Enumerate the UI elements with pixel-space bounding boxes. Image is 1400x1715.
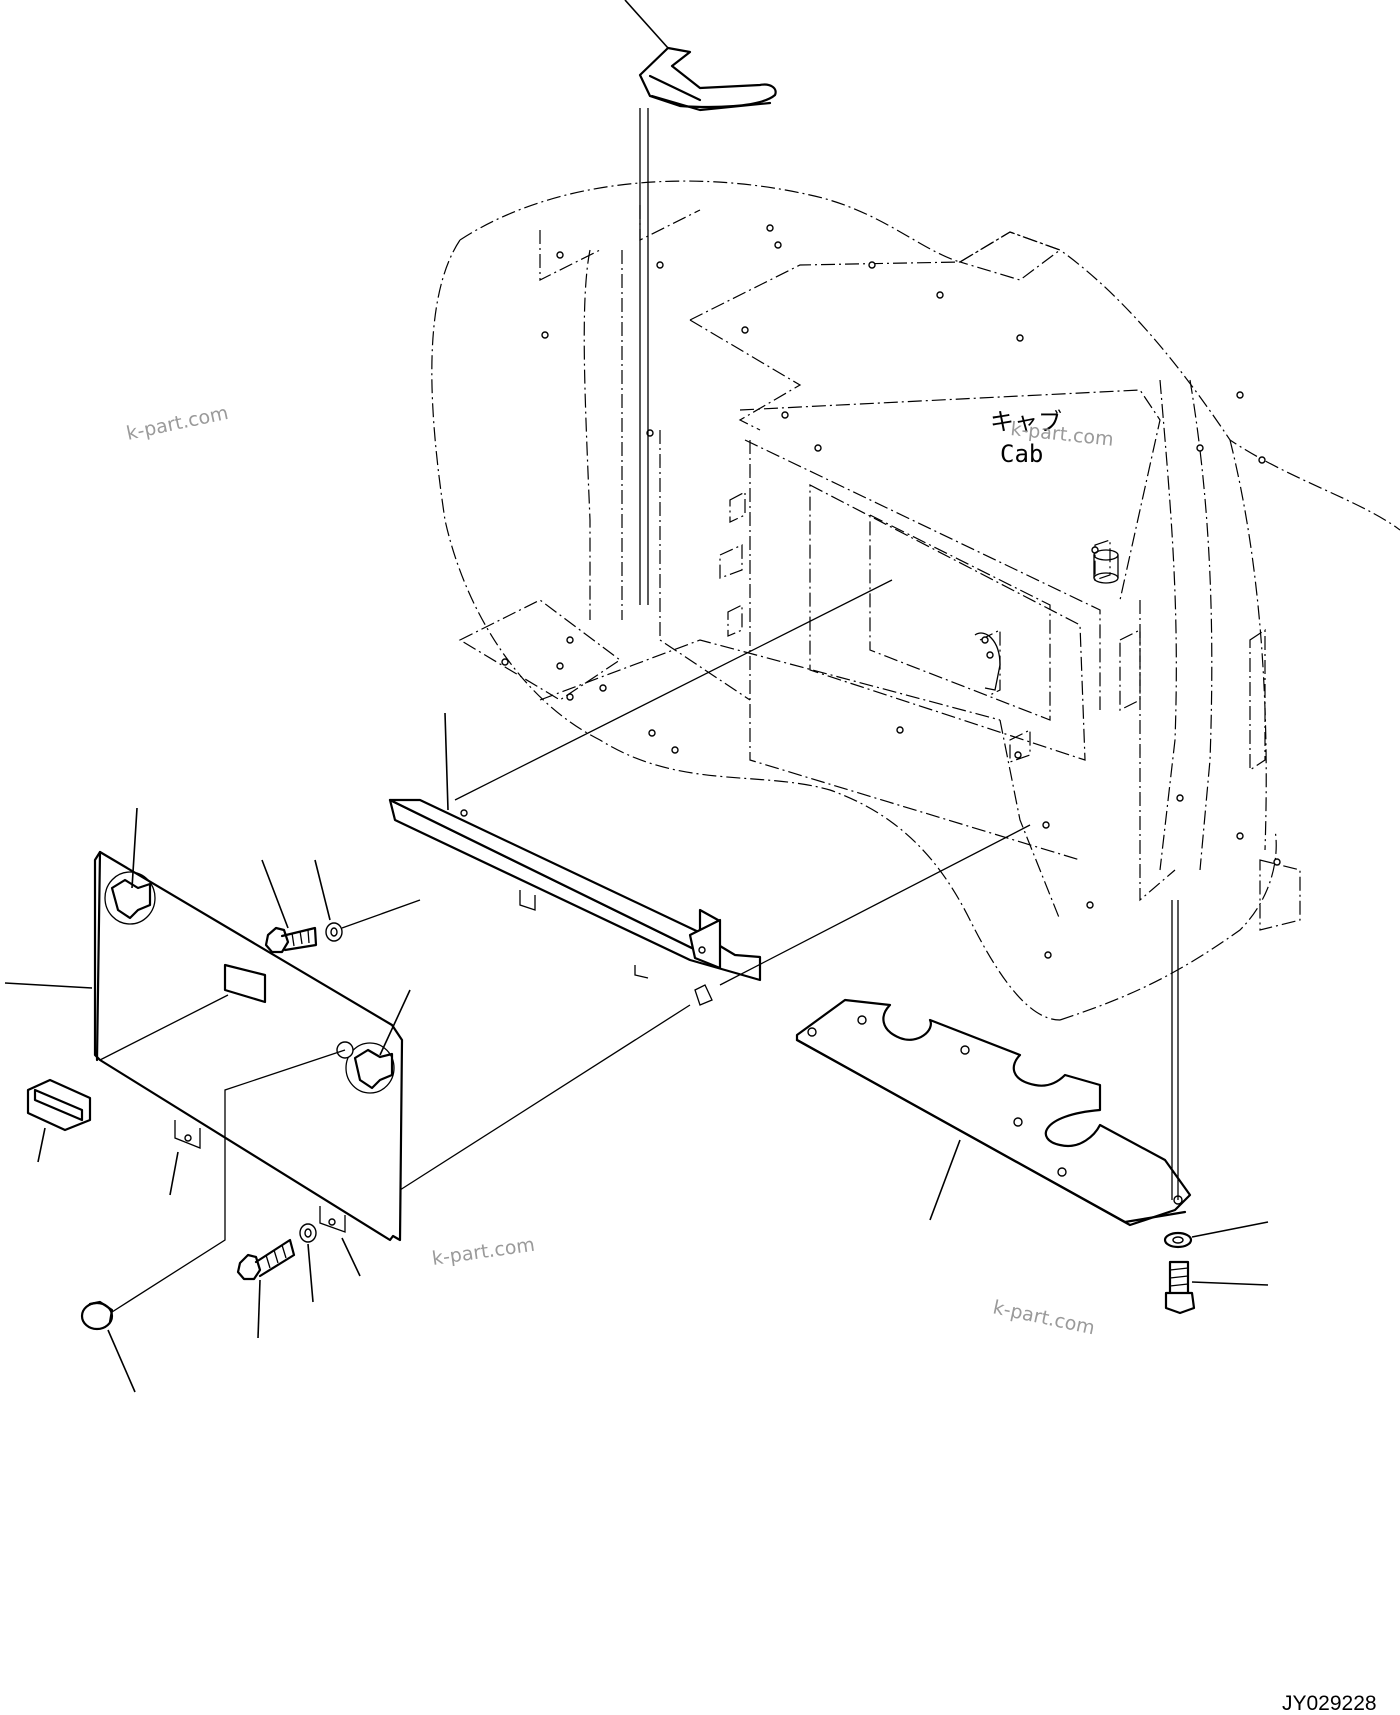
cab-label-english: Cab <box>1000 440 1043 468</box>
watermark: k-part.com <box>991 1296 1097 1339</box>
bolt-upper <box>261 859 318 954</box>
plug-cap <box>80 1049 346 1393</box>
cover-panel <box>93 850 404 1242</box>
top-clip <box>624 0 777 605</box>
floor-plate <box>795 900 1192 1227</box>
washer-lower <box>299 1223 317 1303</box>
washer-right <box>1163 1221 1269 1249</box>
watermarks: k-part.com k-part.com k-part.com k-part.… <box>124 402 1114 1340</box>
watermark: k-part.com <box>431 1234 537 1270</box>
washer-upper <box>314 859 421 942</box>
cab-fastener-holes <box>501 224 1281 959</box>
leader-lines <box>4 579 1031 1277</box>
handle <box>26 1078 92 1163</box>
cab-label-japanese: キャブ <box>990 408 1062 436</box>
bolt-right <box>1164 1260 1269 1315</box>
bolt-lower <box>236 1238 296 1339</box>
cab-outline <box>431 180 1400 1021</box>
angle-bracket <box>388 712 762 1006</box>
cab-label: キャブ Cab <box>990 408 1062 468</box>
drawing-code: JY029228 <box>1282 1692 1377 1715</box>
watermark: k-part.com <box>124 402 230 445</box>
